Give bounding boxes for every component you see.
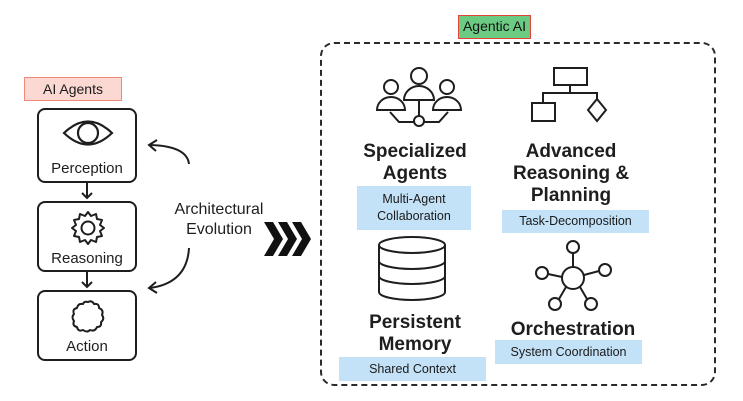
- specialized-agents-title-line2: Agents: [382, 163, 448, 184]
- perception-box: Perception: [37, 108, 137, 183]
- down-arrow-icon: [81, 272, 93, 289]
- ai-agents-tag: AI Agents: [24, 77, 122, 101]
- task-decomposition-caption: Task-Decomposition: [502, 210, 649, 233]
- curved-arrow-up-icon: [147, 139, 190, 165]
- hierarchy-icon: [531, 67, 608, 123]
- advanced-reasoning-title-line2: Reasoning &: [512, 163, 630, 184]
- people-network-icon: [375, 67, 463, 127]
- persistent-memory-title-line1: Persistent: [369, 312, 461, 333]
- agentic-ai-tag: Agentic AI: [458, 15, 531, 39]
- reasoning-label: Reasoning: [51, 250, 123, 267]
- advanced-reasoning-title-line1: Advanced: [525, 141, 617, 162]
- system-coordination-caption: System Coordination: [495, 340, 642, 364]
- evolution-label-line2: Evolution: [186, 221, 252, 238]
- persistent-memory-title-line2: Memory: [378, 334, 452, 355]
- caption-line2: Collaboration: [377, 209, 451, 223]
- specialized-agents-title: Specialized Agents: [352, 141, 478, 185]
- hub-network-icon: [535, 240, 612, 311]
- down-arrow-icon: [81, 183, 93, 200]
- triple-chevron-right-icon: [264, 222, 311, 256]
- orchestration-title: Orchestration: [510, 319, 636, 340]
- shared-context-caption: Shared Context: [339, 357, 486, 381]
- evolution-label-line1: Architectural: [174, 201, 264, 218]
- architectural-evolution-label: Architectural Evolution: [162, 200, 276, 240]
- gear-icon: [71, 211, 105, 245]
- curved-arrow-down-icon: [147, 247, 190, 294]
- eye-icon: [62, 120, 114, 146]
- multi-agent-collaboration-caption: Multi-Agent Collaboration: [357, 186, 471, 230]
- caption-line1: Multi-Agent: [382, 192, 446, 206]
- reasoning-box: Reasoning: [37, 201, 137, 272]
- database-icon: [378, 236, 446, 301]
- action-label: Action: [66, 338, 108, 355]
- advanced-reasoning-title: Advanced Reasoning & Planning: [498, 141, 644, 207]
- action-box: Action: [37, 290, 137, 361]
- perception-label: Perception: [51, 160, 123, 177]
- specialized-agents-title-line1: Specialized: [363, 141, 467, 162]
- cloud-icon: [71, 300, 105, 333]
- advanced-reasoning-title-line3: Planning: [530, 185, 612, 206]
- agentic-ai-container: [320, 42, 716, 386]
- persistent-memory-title: Persistent Memory: [352, 312, 478, 356]
